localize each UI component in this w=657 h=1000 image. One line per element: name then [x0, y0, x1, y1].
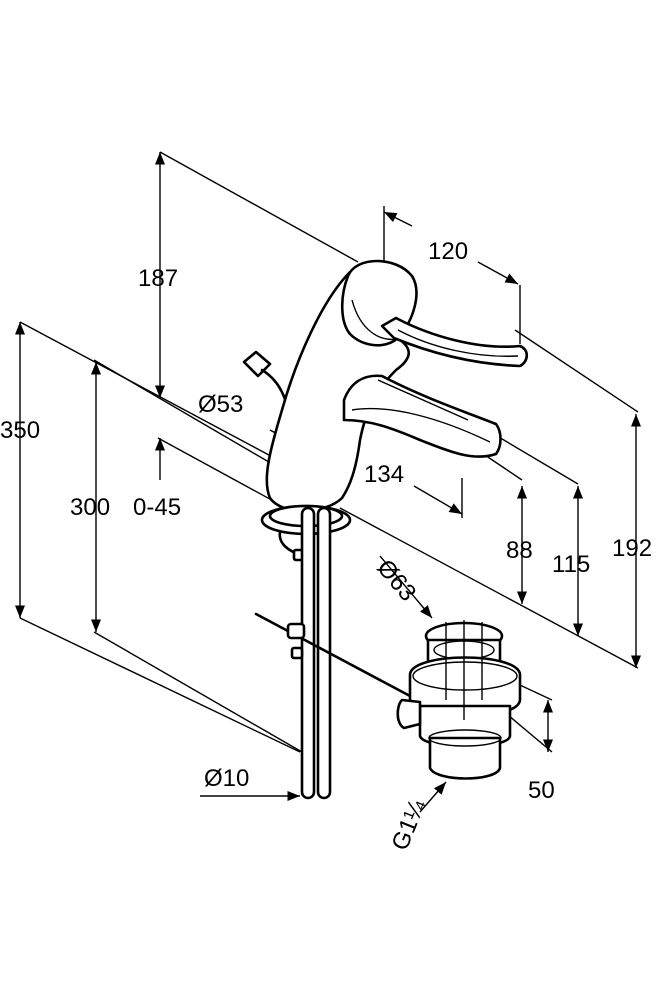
- dim-diameter-53: Ø53: [198, 391, 243, 418]
- dim-0-45: 0-45: [133, 494, 181, 521]
- dim-50: 50: [528, 777, 555, 804]
- dim-300: 300: [70, 494, 110, 521]
- dim-88: 88: [506, 537, 533, 564]
- faucet-body: [242, 259, 529, 562]
- dim-120: 120: [428, 238, 468, 265]
- drain-valve: [396, 620, 522, 780]
- dim-115: 115: [552, 551, 590, 578]
- dim-350: 350: [0, 417, 40, 444]
- dim-diameter-10: Ø10: [204, 765, 249, 792]
- dim-diameter-63: Ø63: [371, 555, 421, 607]
- supply-hoses: [254, 506, 412, 800]
- dim-134: 134: [364, 461, 404, 488]
- dim-192: 192: [612, 535, 652, 562]
- dim-thread-g1-1-4: G1¼: [387, 795, 432, 854]
- dim-187: 187: [138, 265, 178, 292]
